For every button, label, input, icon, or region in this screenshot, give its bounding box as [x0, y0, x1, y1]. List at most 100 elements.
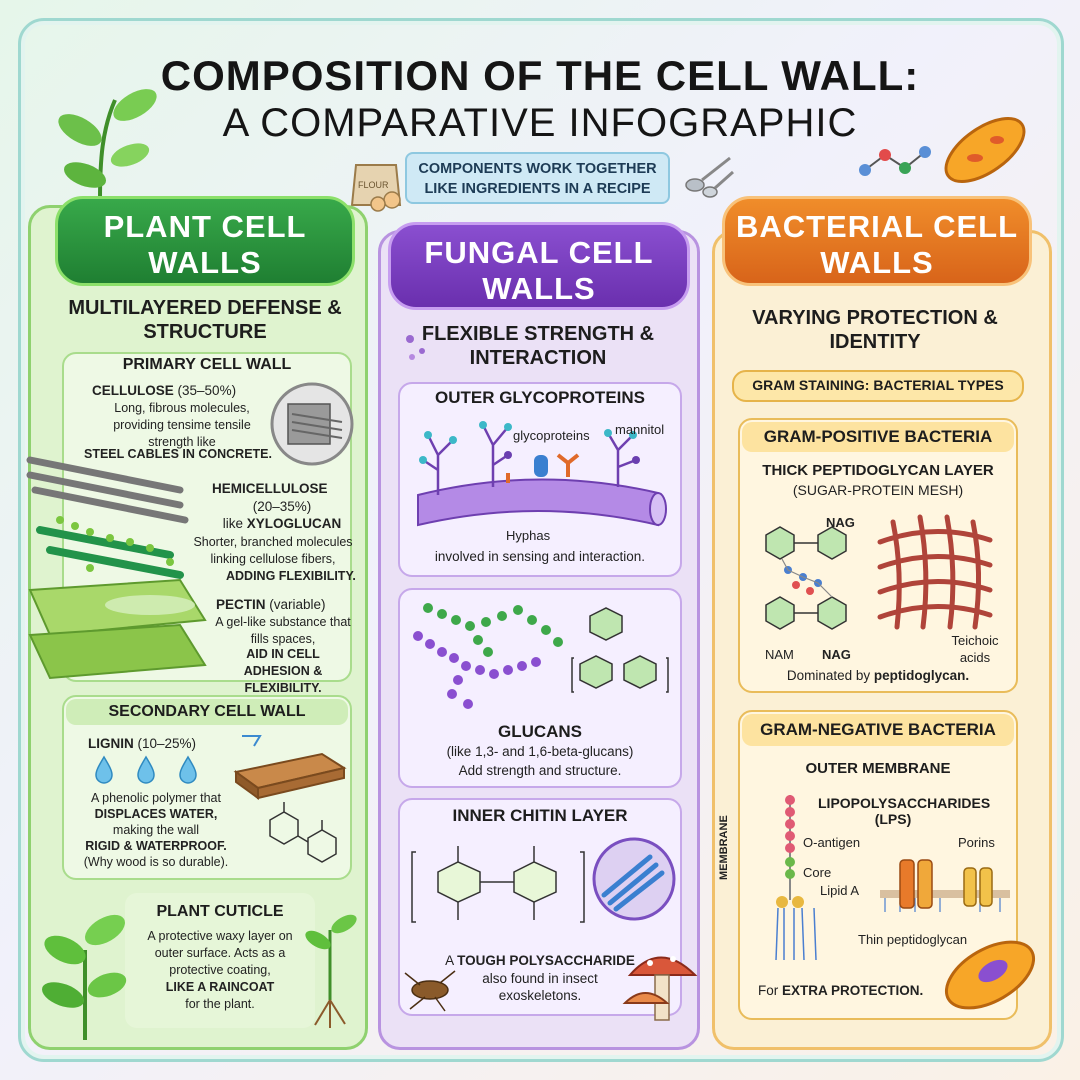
bacterial-header-text: BACTERIAL CELL WALLS	[735, 209, 1019, 280]
chitin-fiber-icon	[592, 837, 676, 921]
hemicellulose-name: HEMICELLULOSE	[212, 481, 328, 496]
mushroom-icon	[622, 956, 698, 1021]
bacterial-subtitle: VARYING PROTECTION & IDENTITY	[752, 307, 998, 353]
chitin-desc-pre: A	[445, 953, 454, 968]
spores-icon	[406, 335, 425, 360]
glucan-molecule-diagram	[571, 607, 669, 693]
flour-bag-icon	[350, 164, 402, 212]
dominated-prefix: Dominated by	[786, 668, 871, 683]
bacterial-header: BACTERIAL CELL WALLS	[722, 196, 1032, 286]
glucan-chain-illustration	[413, 603, 563, 709]
spoons-icon	[685, 156, 734, 198]
sprout-icon	[58, 89, 157, 201]
pectin-label: PECTIN (variable)	[216, 596, 356, 613]
nag-label-bottom: NAG	[822, 647, 851, 662]
title-line-2: A COMPARATIVE INFOGRAPHIC	[222, 101, 858, 145]
plant-header-text: PLANT CELL WALLS	[103, 209, 307, 280]
lps-label: LIPOPOLYSACCHARIDES (LPS)	[818, 795, 991, 827]
lignin-molecule-diagram	[269, 802, 337, 863]
outer-border	[18, 18, 1064, 1062]
water-drops-icon	[95, 755, 197, 784]
hemicellulose-like: like	[222, 516, 243, 531]
xyloglucan-label: XYLOGLUCAN	[246, 516, 342, 531]
dominated-emph: peptidoglycan.	[873, 668, 970, 683]
lignin-emph-2: RIGID & WATERPROOF.	[85, 839, 227, 853]
cuticle-card	[125, 893, 315, 1028]
glucans-desc: Add strength and structure.	[458, 763, 622, 778]
cellulose-emph: STEEL CABLES IN CONCRETE.	[84, 447, 272, 461]
cuticle-emph: LIKE A RAINCOAT	[165, 980, 275, 994]
lignin-pct: (10–25%)	[137, 736, 197, 751]
bacterium-bottom-icon	[944, 940, 1036, 1010]
glycoprotein-illustration	[417, 421, 667, 527]
secondary-wall-title: SECONDARY CELL WALL	[108, 703, 306, 720]
teichoic-label: Teichoic acids	[951, 633, 999, 665]
cellulose-name: CELLULOSE	[92, 383, 174, 398]
core-label: Core	[803, 865, 832, 880]
hemicellulose-desc: Shorter, branched molecules linking cell…	[193, 535, 353, 566]
pectin-desc: A gel-like substance that fills spaces,	[215, 615, 351, 646]
page-title: COMPOSITION OF THE CELL WALL: A COMPARAT…	[100, 52, 980, 146]
pectin-pct: (variable)	[269, 597, 326, 612]
glucans-like: (like 1,3- and 1,6-beta-glucans)	[446, 744, 634, 759]
glucans-card	[398, 588, 682, 788]
chitin-desc-top: A TOUGH POLYSACCHARIDE	[425, 952, 655, 969]
cellulose-pct: (35–50%)	[177, 383, 237, 398]
extra-prefix: For	[758, 983, 779, 998]
gram-positive-header	[742, 422, 1014, 452]
membrane-vertical-label: MEMBRANE	[718, 815, 730, 880]
lignin-note: (Why wood is so durable).	[83, 855, 229, 869]
lps-structure-diagram	[775, 795, 817, 961]
steel-cables-icon	[270, 382, 354, 466]
bacterium-icon	[944, 117, 1026, 183]
lignin-label: LIGNIN (10–25%)	[88, 735, 196, 752]
glycoproteins-desc: involved in sensing and interaction.	[434, 549, 646, 564]
insect-icon	[404, 970, 456, 1012]
peptidoglycan-mesh-icon	[877, 514, 993, 630]
flour-label: FLOUR	[358, 180, 389, 190]
seedling-root-icon	[305, 914, 357, 1028]
dominated-text: Dominated by peptidoglycan.	[738, 667, 1018, 684]
molecule-icon	[859, 146, 931, 176]
glucans-title: GLUCANS	[497, 722, 583, 741]
lignin-emph-1: DISPLACES WATER,	[94, 807, 218, 821]
plant-subtitle: MULTILAYERED DEFENSE & STRUCTURE	[68, 297, 342, 343]
cuticle-desc: A protective waxy layer on outer surface…	[147, 929, 293, 977]
title-line-1: COMPOSITION OF THE CELL WALL:	[160, 52, 920, 99]
nam-label: NAM	[765, 647, 794, 662]
glycoproteins-title: OUTER GLYCOPROTEINS	[434, 388, 645, 407]
mannitol-label: mannitol	[615, 422, 665, 437]
porins-label: Porins	[958, 835, 995, 850]
lignin-desc-2: making the wall	[112, 823, 200, 837]
cellulose-desc: Long, fibrous molecules, providing tensi…	[92, 400, 272, 451]
hemicellulose-example: like XYLOGLUCAN	[212, 515, 352, 532]
gram-negative-title: GRAM-NEGATIVE BACTERIA	[760, 720, 996, 739]
pectin-emph: AID IN CELL ADHESION & FLEXIBILITY.	[243, 647, 323, 695]
hyphas-label: Hyphas	[506, 528, 551, 543]
cellulose-label: CELLULOSE (35–50%)	[92, 382, 272, 399]
hemicellulose-pct: (20–35%)	[252, 499, 312, 514]
glycoproteins-label: glycoproteins	[513, 428, 590, 443]
gram-negative-header	[742, 714, 1014, 746]
primary-wall-title: PRIMARY CELL WALL	[122, 356, 292, 373]
fungal-header: FUNGAL CELL WALLS	[388, 222, 690, 310]
outer-membrane-label: OUTER MEMBRANE	[805, 760, 951, 777]
peptidoglycan-structure-diagram	[765, 526, 847, 630]
leaf-cluster-icon	[41, 914, 127, 1040]
lignin-desc: A phenolic polymer that	[66, 790, 246, 807]
lignin-desc-1: A phenolic polymer that	[91, 791, 221, 805]
cuticle-tail: for the plant.	[185, 997, 255, 1011]
lipid-a-label: Lipid A	[820, 883, 860, 898]
o-antigen-label: O-antigen	[803, 835, 861, 850]
extra-protection-text: For EXTRA PROTECTION.	[758, 982, 923, 999]
lignin-name: LIGNIN	[88, 736, 134, 751]
thin-peptidoglycan-label: Thin peptidoglycan	[858, 932, 968, 947]
cellulose-desc-text: Long, fibrous molecules, providing tensi…	[113, 401, 251, 449]
hemicellulose-emph: ADDING FLEXIBILITY.	[226, 569, 356, 583]
extra-emph: EXTRA PROTECTION.	[782, 983, 924, 998]
chitin-title: INNER CHITIN LAYER	[452, 806, 628, 825]
wood-plank-icon	[233, 735, 347, 800]
mesh-label: (SUGAR-PROTEIN MESH)	[792, 482, 964, 498]
fungal-header-text: FUNGAL CELL WALLS	[424, 235, 654, 306]
nag-label-top: NAG	[826, 515, 855, 530]
